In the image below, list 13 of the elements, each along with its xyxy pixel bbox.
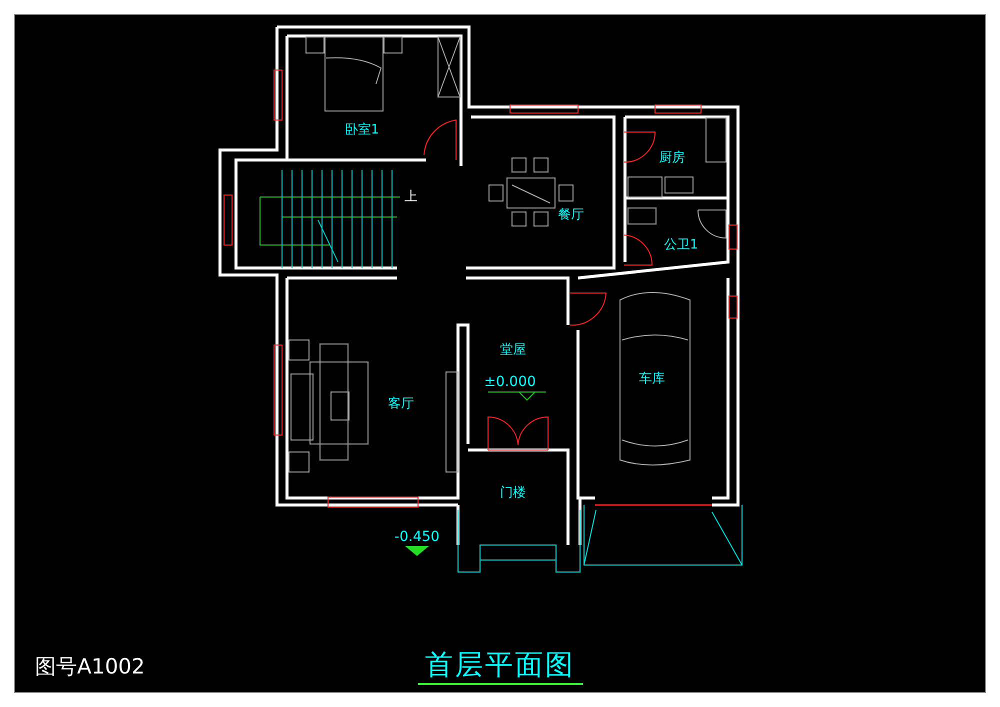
room-label: 公卫1 (664, 238, 698, 252)
room-label: ±0.000 (484, 375, 536, 389)
room-label: 卧室1 (344, 124, 380, 136)
room-label: 车库 (639, 372, 665, 386)
room-label: 餐厅 (558, 208, 584, 222)
room-label: 堂屋 (500, 344, 526, 356)
room-label: 图号A1002 (35, 656, 145, 678)
room-label: 厨房 (659, 152, 685, 164)
room-label: 上 (404, 190, 418, 204)
drawing-title: 首层平面图 (425, 651, 575, 679)
room-label: 客厅 (388, 398, 414, 410)
room-label: 门楼 (500, 486, 526, 500)
room-label: -0.450 (394, 530, 440, 544)
